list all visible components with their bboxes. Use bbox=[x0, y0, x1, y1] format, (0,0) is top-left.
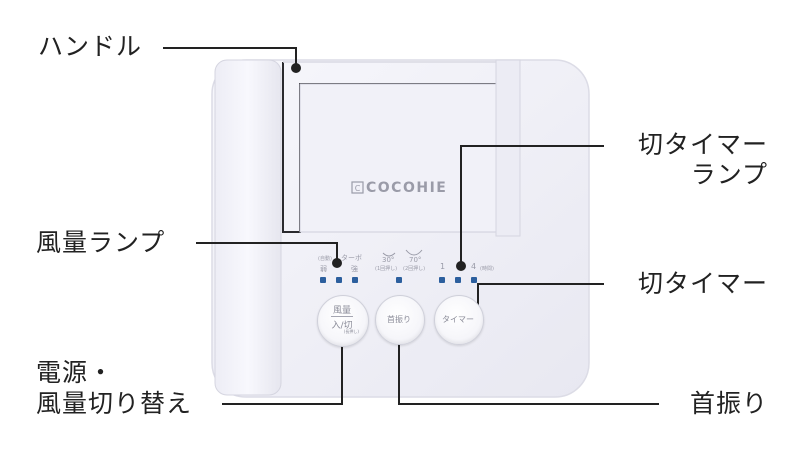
swing-lamp bbox=[396, 277, 402, 283]
dot-handle bbox=[291, 63, 301, 73]
leader-airflow-lamp bbox=[196, 242, 338, 263]
timer-lamp-2 bbox=[455, 277, 461, 283]
swing-button[interactable] bbox=[375, 295, 425, 345]
swing-30-icon bbox=[382, 252, 396, 257]
airflow-weak-label: 弱 bbox=[320, 265, 327, 273]
leader-timer-lamp bbox=[460, 145, 604, 266]
swing-30-label: 30° bbox=[382, 256, 395, 264]
callout-timer-lamp-line1: 切タイマー bbox=[637, 130, 768, 159]
callout-power-line2: 風量切り替え bbox=[36, 389, 193, 418]
handle-opening bbox=[299, 83, 501, 233]
svg-text:C: C bbox=[355, 184, 361, 193]
power-button-label-bottom: 入/切 bbox=[331, 321, 353, 331]
swing-70-icon bbox=[405, 249, 423, 256]
timer-1-label: 1 bbox=[440, 262, 446, 271]
handle-left-post bbox=[214, 59, 282, 396]
power-airflow-button[interactable] bbox=[317, 295, 369, 347]
swing-button-label: 首振り bbox=[387, 315, 411, 324]
callout-power-line1: 電源・ bbox=[36, 358, 115, 387]
callout-swing: 首振り bbox=[689, 389, 768, 418]
callout-timer-lamp-line2: ランプ bbox=[690, 160, 768, 189]
airflow-lamp-weak bbox=[320, 277, 326, 283]
airflow-strong-label: 強 bbox=[351, 265, 358, 273]
airflow-turbo-label: ターボ bbox=[341, 254, 362, 262]
timer-unit-note: (時間) bbox=[480, 266, 494, 272]
dot-timer-lamp bbox=[456, 261, 466, 271]
handle-right-post bbox=[495, 59, 521, 237]
power-button-divider bbox=[331, 316, 353, 317]
dot-airflow-lamp bbox=[332, 258, 342, 268]
power-button-label-top: 風量 bbox=[332, 306, 351, 316]
airflow-lamp-strong bbox=[352, 277, 358, 283]
brand-logo-icon bbox=[351, 181, 364, 194]
swing-30-note: (1回押し) bbox=[375, 266, 398, 272]
brand-name: COCOHIE bbox=[366, 180, 448, 196]
airflow-auto-label: (自動) bbox=[318, 256, 332, 262]
timer-lamp-4 bbox=[471, 277, 477, 283]
airflow-lamp-mid bbox=[336, 277, 342, 283]
power-button-note: (長押し) bbox=[343, 329, 359, 334]
timer-4-label: 4 bbox=[471, 262, 477, 271]
leader-power bbox=[222, 341, 343, 405]
timer-lamp-1 bbox=[439, 277, 445, 283]
leader-swing bbox=[398, 338, 659, 405]
leader-handle bbox=[163, 47, 297, 68]
callout-timer: 切タイマー bbox=[637, 269, 768, 298]
timer-button[interactable] bbox=[434, 295, 484, 345]
swing-70-label: 70° bbox=[409, 256, 422, 264]
timer-button-label: タイマー bbox=[442, 315, 474, 324]
callout-airflow-lamp: 風量ランプ bbox=[36, 228, 166, 257]
callout-handle: ハンドル bbox=[38, 32, 143, 61]
swing-70-note: (2回押し) bbox=[403, 266, 426, 272]
